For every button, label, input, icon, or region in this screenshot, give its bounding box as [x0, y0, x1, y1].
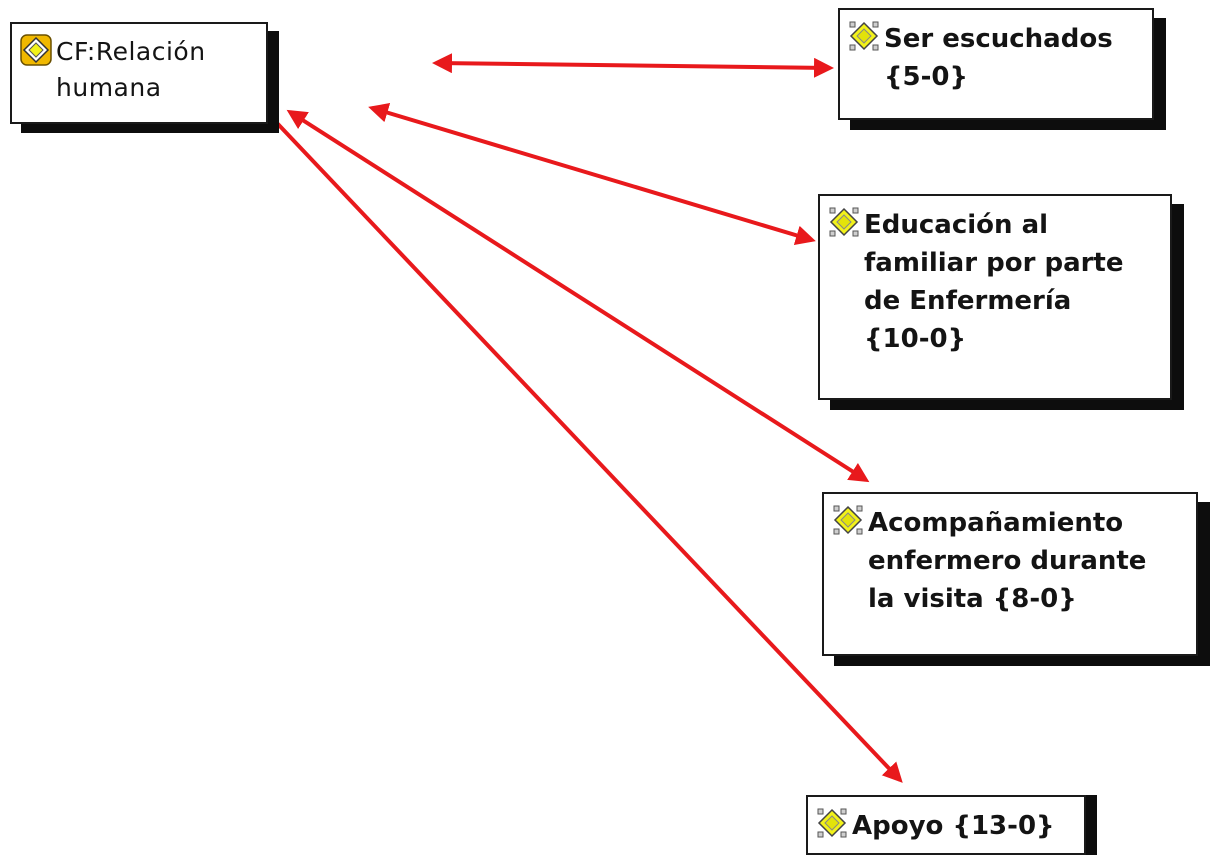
code-node[interactable]: CF:Relación humana — [10, 22, 268, 124]
quotation-icon — [817, 808, 847, 838]
quotation-node-apoyo[interactable]: Apoyo {13-0} — [806, 795, 1086, 855]
link-code-acompanamiento — [286, 109, 870, 483]
code-label: CF:Relación humana — [56, 37, 206, 102]
link-code-ser-escuchados — [432, 53, 834, 78]
quotation-node-acompanamiento[interactable]: Acompañamiento enfermero durante la visi… — [822, 492, 1198, 656]
quotation-icon — [849, 21, 879, 51]
quotation-label: Acompañamiento enfermero durante la visi… — [868, 508, 1147, 614]
link-code-apoyo — [274, 120, 903, 783]
quotation-label: Educación al familiar por parte de Enfer… — [864, 210, 1124, 354]
quotation-label: Ser escuchados {5-0} — [884, 24, 1113, 92]
quotation-icon — [829, 207, 859, 237]
code-icon — [20, 34, 52, 66]
quotation-label: Apoyo {13-0} — [852, 811, 1055, 841]
quotation-icon — [833, 505, 863, 535]
quotation-node-educacion[interactable]: Educación al familiar por parte de Enfer… — [818, 194, 1172, 400]
quotation-node-ser-escuchados[interactable]: Ser escuchados {5-0} — [838, 8, 1154, 120]
link-code-educacion — [368, 103, 816, 245]
